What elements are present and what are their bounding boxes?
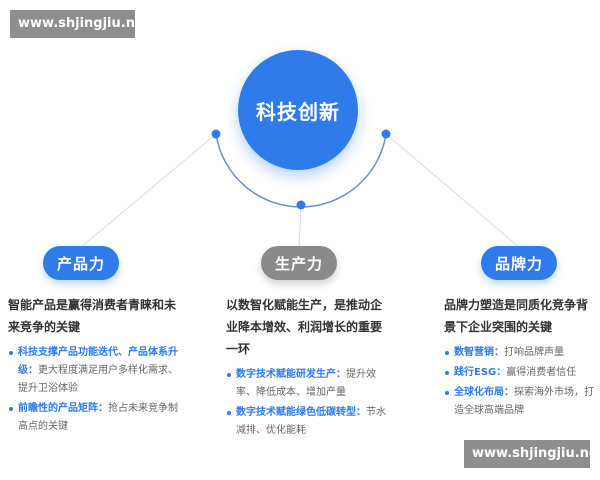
pillar-column-brand: 品牌力塑造是同质化竞争背景下企业突围的关键 数智营销：打响品牌声量 践行ESG：… — [444, 294, 594, 422]
pillar-heading: 以数智化赋能生产，是推动企业降本增效、利润增长的重要一环 — [226, 298, 383, 356]
pillar-column-product: 智能产品是赢得消费者青睐和未来竞争的关键 科技支撑产品功能迭代、产品体系升级：更… — [8, 294, 178, 438]
connector-line-left — [79, 133, 217, 249]
item-text: 提升效率、降低成本、增加产量 — [236, 369, 376, 398]
watermark-top: www.shjingjiu.net — [10, 10, 150, 38]
item-key: 数字技术赋能研发生产： — [236, 369, 346, 380]
pillar-pill-production: 生产力 — [261, 246, 337, 280]
pillar-column-production: 以数智化赋能生产，是推动企业降本增效、利润增长的重要一环 数字技术赋能研发生产：… — [226, 294, 386, 442]
pillar-item-list: 数字技术赋能研发生产：提升效率、降低成本、增加产量 数字技术赋能绿色低碳转型：节… — [226, 366, 386, 440]
arc-dot-mid — [296, 200, 306, 210]
pillar-item-list: 科技支撑产品功能迭代、产品体系升级：更大程度满足用户多样化需求、提升卫浴体验 前… — [8, 344, 178, 436]
item-key: 数字技术赋能绿色低碳转型： — [236, 407, 366, 418]
center-circle-title: 科技创新 — [238, 50, 358, 170]
list-item: 践行ESG：赢得消费者信任 — [444, 364, 594, 382]
list-item: 数字技术赋能绿色低碳转型：节水减排、优化能耗 — [226, 404, 386, 440]
item-text: 抢占未来竞争制高点的关键 — [18, 403, 178, 432]
item-text: 赢得消费者信任 — [506, 367, 577, 378]
item-key: 全球化布局： — [454, 387, 514, 398]
item-key: 前瞻性的产品矩阵： — [18, 403, 108, 414]
watermark-bottom: www.shjingjiu.net — [464, 440, 600, 468]
pillar-item-list: 数智营销：打响品牌声量 践行ESG：赢得消费者信任 全球化布局：探索海外市场，打… — [444, 344, 594, 420]
arc-dot-left — [211, 129, 221, 139]
item-text: 节水减排、优化能耗 — [236, 407, 386, 436]
pillar-heading: 智能产品是赢得消费者青睐和未来竞争的关键 — [8, 298, 177, 334]
list-item: 数智营销：打响品牌声量 — [444, 344, 594, 362]
item-text: 更大程度满足用户多样化需求、提升卫浴体验 — [18, 365, 178, 394]
item-text: 打响品牌声量 — [504, 347, 564, 358]
item-key: 践行ESG： — [454, 367, 507, 378]
item-text: 探索海外市场，打造全球高端品牌 — [454, 387, 594, 416]
pillar-heading: 品牌力塑造是同质化竞争背景下企业突围的关键 — [444, 298, 589, 334]
connector-line-right — [385, 133, 521, 249]
list-item: 全球化布局：探索海外市场，打造全球高端品牌 — [444, 384, 594, 420]
connector-line-mid — [298, 204, 302, 249]
pillar-pill-brand: 品牌力 — [481, 246, 557, 280]
pillar-pill-product: 产品力 — [43, 246, 119, 280]
list-item: 数字技术赋能研发生产：提升效率、降低成本、增加产量 — [226, 366, 386, 402]
list-item: 前瞻性的产品矩阵：抢占未来竞争制高点的关键 — [8, 400, 178, 436]
item-key: 科技支撑产品功能迭代、产品体系升级： — [18, 347, 178, 376]
list-item: 科技支撑产品功能迭代、产品体系升级：更大程度满足用户多样化需求、提升卫浴体验 — [8, 344, 178, 398]
item-key: 数智营销： — [454, 347, 504, 358]
arc-dot-right — [381, 129, 391, 139]
